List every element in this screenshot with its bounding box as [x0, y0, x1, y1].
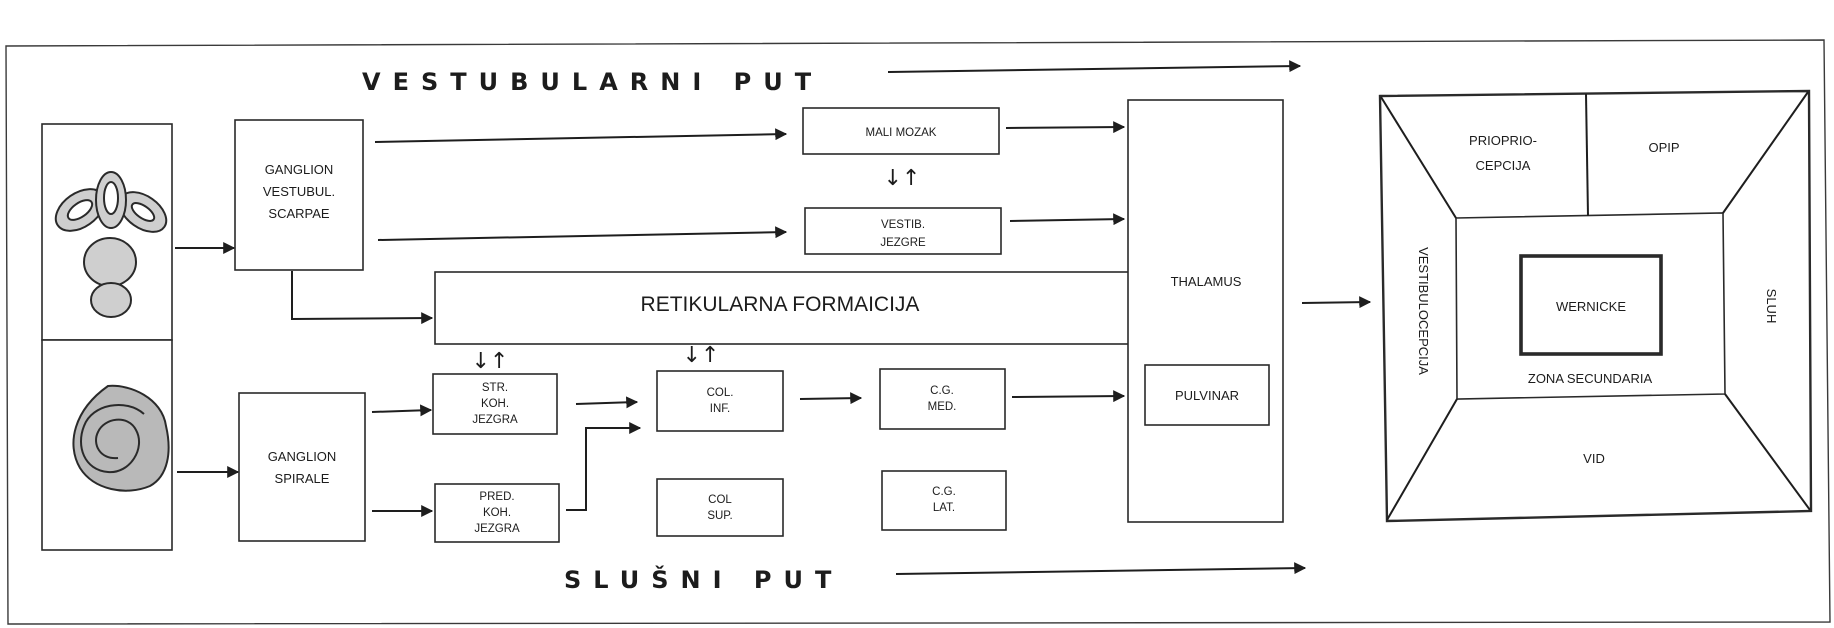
vestibulocepcija-label: VESTIBULOCEPCIJA [1416, 247, 1431, 375]
arrow-pred-colinf [566, 428, 640, 510]
col-inf-box [657, 371, 783, 431]
arrow-colinf-cgmed [800, 398, 861, 399]
ganglion-spirale-box [239, 393, 365, 541]
title-vestibular: VESTUBULARNI PUT [362, 68, 823, 96]
cg-lat-box [882, 471, 1006, 530]
title-auditory: SLUŠNI PUT [564, 564, 843, 594]
thalamus-box [1128, 100, 1283, 522]
col-inf-label-2: INF. [710, 403, 730, 415]
col-sup-box [657, 479, 783, 536]
priopriocepcija-label-2: CEPCIJA [1476, 158, 1531, 173]
exchange-mali-vestib: ↓↑ [884, 166, 921, 191]
cg-lat-label-1: C.G. [932, 486, 956, 498]
ganglion-spirale-label-1: GANGLION [268, 449, 337, 464]
arrow-ganglion-vestibjezgre [378, 232, 786, 240]
arrow-str-colinf [576, 402, 637, 404]
cg-med-label-2: MED. [928, 401, 957, 413]
opip-label: OPIP [1648, 140, 1679, 155]
sluh-label: SLUH [1764, 289, 1779, 324]
ganglion-vestibul-label-1: GANGLION [265, 162, 334, 177]
pred-koh-label-3: JEZGRA [474, 523, 520, 535]
ganglion-vestibul-label-2: VESTUBUL. [263, 184, 335, 199]
arrow-thalamus-cortex [1302, 302, 1370, 303]
vestib-jezgre-label-1: VESTIB. [881, 219, 925, 231]
cg-med-label-1: C.G. [930, 385, 954, 397]
str-koh-label-1: STR. [482, 382, 508, 394]
col-inf-label-1: COL. [707, 387, 734, 399]
ganglion-vestibul-label-3: SCARPAE [268, 206, 329, 221]
arrow-ganglion-retikularna [292, 271, 432, 319]
wernicke-label: WERNICKE [1556, 299, 1626, 314]
mali-mozak-label: MALI MOZAK [866, 127, 937, 139]
col-sup-label-1: COL [708, 494, 732, 506]
pred-koh-label-2: KOH. [483, 507, 511, 519]
cg-med-box [880, 369, 1005, 429]
vestib-jezgre-label-2: JEZGRE [880, 237, 926, 249]
arrow-auditory-title [896, 568, 1305, 574]
arrow-malimozak-thalamus [1006, 127, 1124, 128]
ganglion-spirale-label-2: SPIRALE [275, 471, 330, 486]
str-koh-label-2: KOH. [481, 398, 509, 410]
pulvinar-label: PULVINAR [1175, 388, 1239, 403]
priopriocepcija-label-1: PRIOPRIO- [1469, 133, 1537, 148]
retikularna-label: RETIKULARNA FORMAICIJA [641, 293, 920, 316]
exchange-retik-col: ↓↑ [683, 343, 720, 368]
pred-koh-label-1: PRED. [479, 491, 514, 503]
arrow-vestibular-title [888, 66, 1300, 72]
str-koh-label-3: JEZGRA [472, 414, 518, 426]
arrow-vestibjezgre-thalamus [1010, 219, 1124, 221]
thalamus-label: THALAMUS [1171, 274, 1242, 289]
vid-label: VID [1583, 451, 1605, 466]
zona-secundaria-label: ZONA SECUNDARIA [1528, 371, 1653, 386]
exchange-retik-str: ↓↑ [472, 349, 509, 374]
arrow-ganglion-malimozak [375, 134, 786, 142]
arrow-spirale-str [372, 410, 431, 412]
arrow-cgmed-thalamus [1012, 396, 1124, 397]
col-sup-label-2: SUP. [707, 510, 732, 522]
cg-lat-label-2: LAT. [933, 502, 955, 514]
